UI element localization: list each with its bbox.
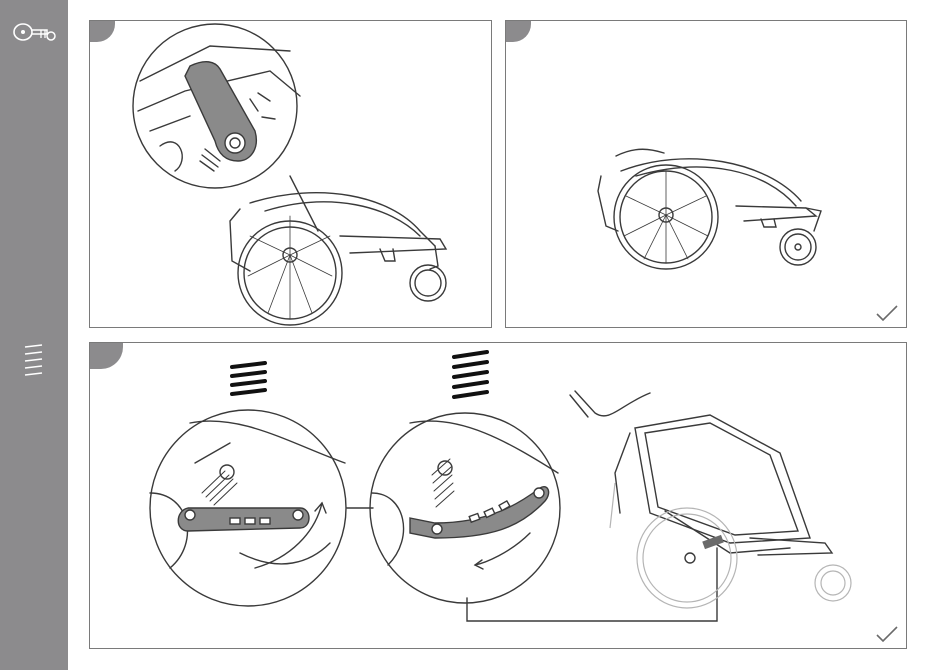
checkmark-icon xyxy=(874,624,900,644)
step-panel-1 xyxy=(89,20,492,328)
step-panel-3 xyxy=(89,342,907,649)
stripes-icon xyxy=(22,343,46,383)
step-panel-2 xyxy=(505,20,907,328)
brake-lever-closeup-icon xyxy=(90,21,492,328)
checkmark-icon xyxy=(874,303,900,323)
stroller-side-view-icon xyxy=(506,21,907,328)
sidebar xyxy=(0,0,68,670)
stroller-tool-icon xyxy=(11,20,57,46)
suspension-adjustment-icon xyxy=(90,343,907,649)
